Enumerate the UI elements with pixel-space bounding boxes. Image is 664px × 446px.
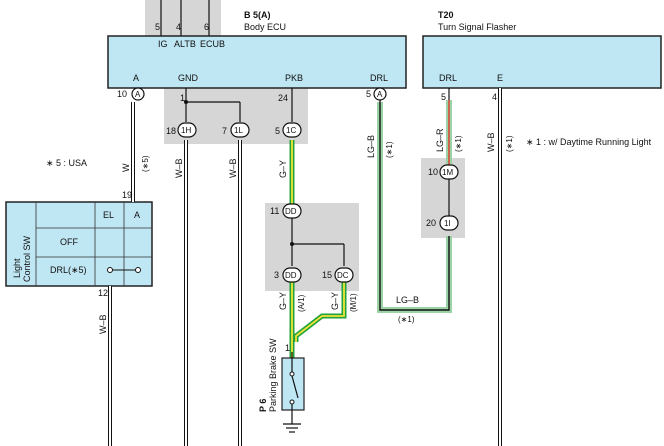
pin-12: 12 [98, 288, 108, 298]
conn-1h: 1H [181, 126, 191, 135]
pin-1: 1 [180, 93, 185, 103]
wire-label-wb-2: W–B [228, 158, 238, 178]
ecu-top-wires [160, 0, 210, 36]
conn-dc: DC [337, 271, 349, 280]
pin-5-drl: 5 [366, 89, 371, 99]
conn-a-drl: A [377, 90, 383, 99]
wire-label-s5: (∗5) [141, 155, 150, 172]
parking-brake-switch [281, 352, 305, 424]
ecu-top-pin-3: 6 [204, 22, 209, 32]
wire-label-gy-2: G–Y [278, 292, 288, 310]
pin-24: 24 [278, 93, 288, 103]
pin-10-flasher: 10 [428, 167, 438, 177]
conn-1m: 1M [442, 168, 453, 177]
light-control-switch-box [5, 201, 153, 287]
ecu-term-gnd: GND [178, 73, 199, 83]
body-ecu-name: Body ECU [244, 22, 286, 32]
ecu-term-pkb: PKB [285, 73, 303, 83]
light-sw-col-el: EL [103, 210, 114, 220]
pin-1-parking: 1 [285, 343, 290, 353]
note-usa: ∗ 5 : USA [46, 158, 87, 168]
conn-dd-bottom: DD [285, 271, 297, 280]
light-sw-name-1: Light [12, 258, 22, 278]
pin-10: 10 [117, 89, 127, 99]
wire-gnd [184, 88, 242, 446]
pin-11: 11 [270, 206, 279, 216]
wire-label-gy-3: G–Y [330, 292, 340, 310]
parking-sw-name: Parking Brake SW [268, 338, 278, 412]
ecu-term-altb: ALTB [174, 39, 196, 49]
wire-label-s1-c: (∗1) [505, 135, 514, 152]
parking-sw-code: P 6 [258, 399, 268, 412]
note-drl: ∗ 1 : w/ Daytime Running Light [526, 137, 652, 147]
body-ecu-code: B 5(A) [244, 10, 271, 20]
ecu-top-pin-2: 4 [176, 22, 181, 32]
wire-label-s1-a: (∗1) [385, 141, 394, 158]
light-sw-row-drl: DRL(∗5) [50, 265, 87, 275]
connector-markers [131, 87, 459, 283]
conn-1l: 1L [234, 126, 243, 135]
wire-label-wb-3: W–B [486, 132, 496, 152]
pin-5-pkb: 5 [275, 126, 280, 136]
body-ecu-box [107, 35, 407, 89]
pin-5-flasher: 5 [441, 92, 446, 102]
conn-dd-top: DD [285, 207, 297, 216]
wire-label-wb-4: W–B [98, 314, 108, 334]
wire-label-lgb-1: LG–B [366, 135, 376, 158]
pin-15: 15 [322, 270, 332, 280]
wire-label-s1-d: (∗1) [398, 315, 415, 324]
ecu-top-connector-shade [145, 0, 221, 36]
pin-18: 18 [166, 126, 176, 136]
ecu-top-pin-1: 5 [155, 22, 160, 32]
conn-1i: 1I [444, 219, 451, 228]
turn-signal-flasher-box [422, 35, 662, 89]
light-sw-name-2: Control SW [22, 235, 32, 282]
ground-symbol-icon [283, 423, 301, 433]
wire-pkb-green-yellow [289, 88, 347, 358]
wire-label-lgr: LG–R [435, 128, 445, 152]
wire-label-w: W [121, 163, 131, 172]
flasher-name: Turn Signal Flasher [438, 22, 516, 32]
pin-4: 4 [492, 92, 497, 102]
ecu-term-drl: DRL [370, 73, 388, 83]
pin-19: 19 [122, 190, 132, 200]
wire-label-gy-1: G–Y [278, 160, 288, 178]
wire-label-a1: (A/1) [297, 294, 306, 312]
wire-label-lgb-2: LG–B [396, 295, 419, 305]
ecu-term-a: A [133, 73, 139, 83]
conn-1c: 1C [286, 126, 296, 135]
pin-3: 3 [274, 270, 279, 280]
wire-label-wb-1: W–B [174, 158, 184, 178]
wire-label-s1-b: (∗1) [454, 135, 463, 152]
wire-label-m1: (M/1) [349, 293, 358, 312]
flasher-code: T20 [438, 10, 454, 20]
ecu-term-ig: IG [158, 39, 168, 49]
pin-20: 20 [426, 218, 436, 228]
ecu-term-ecub: ECUB [200, 39, 225, 49]
flasher-term-drl: DRL [439, 73, 457, 83]
flasher-term-e: E [497, 73, 503, 83]
light-sw-row-off: OFF [60, 237, 78, 247]
pin-7: 7 [222, 126, 227, 136]
light-sw-col-a: A [134, 210, 140, 220]
conn-a: A [135, 90, 141, 99]
